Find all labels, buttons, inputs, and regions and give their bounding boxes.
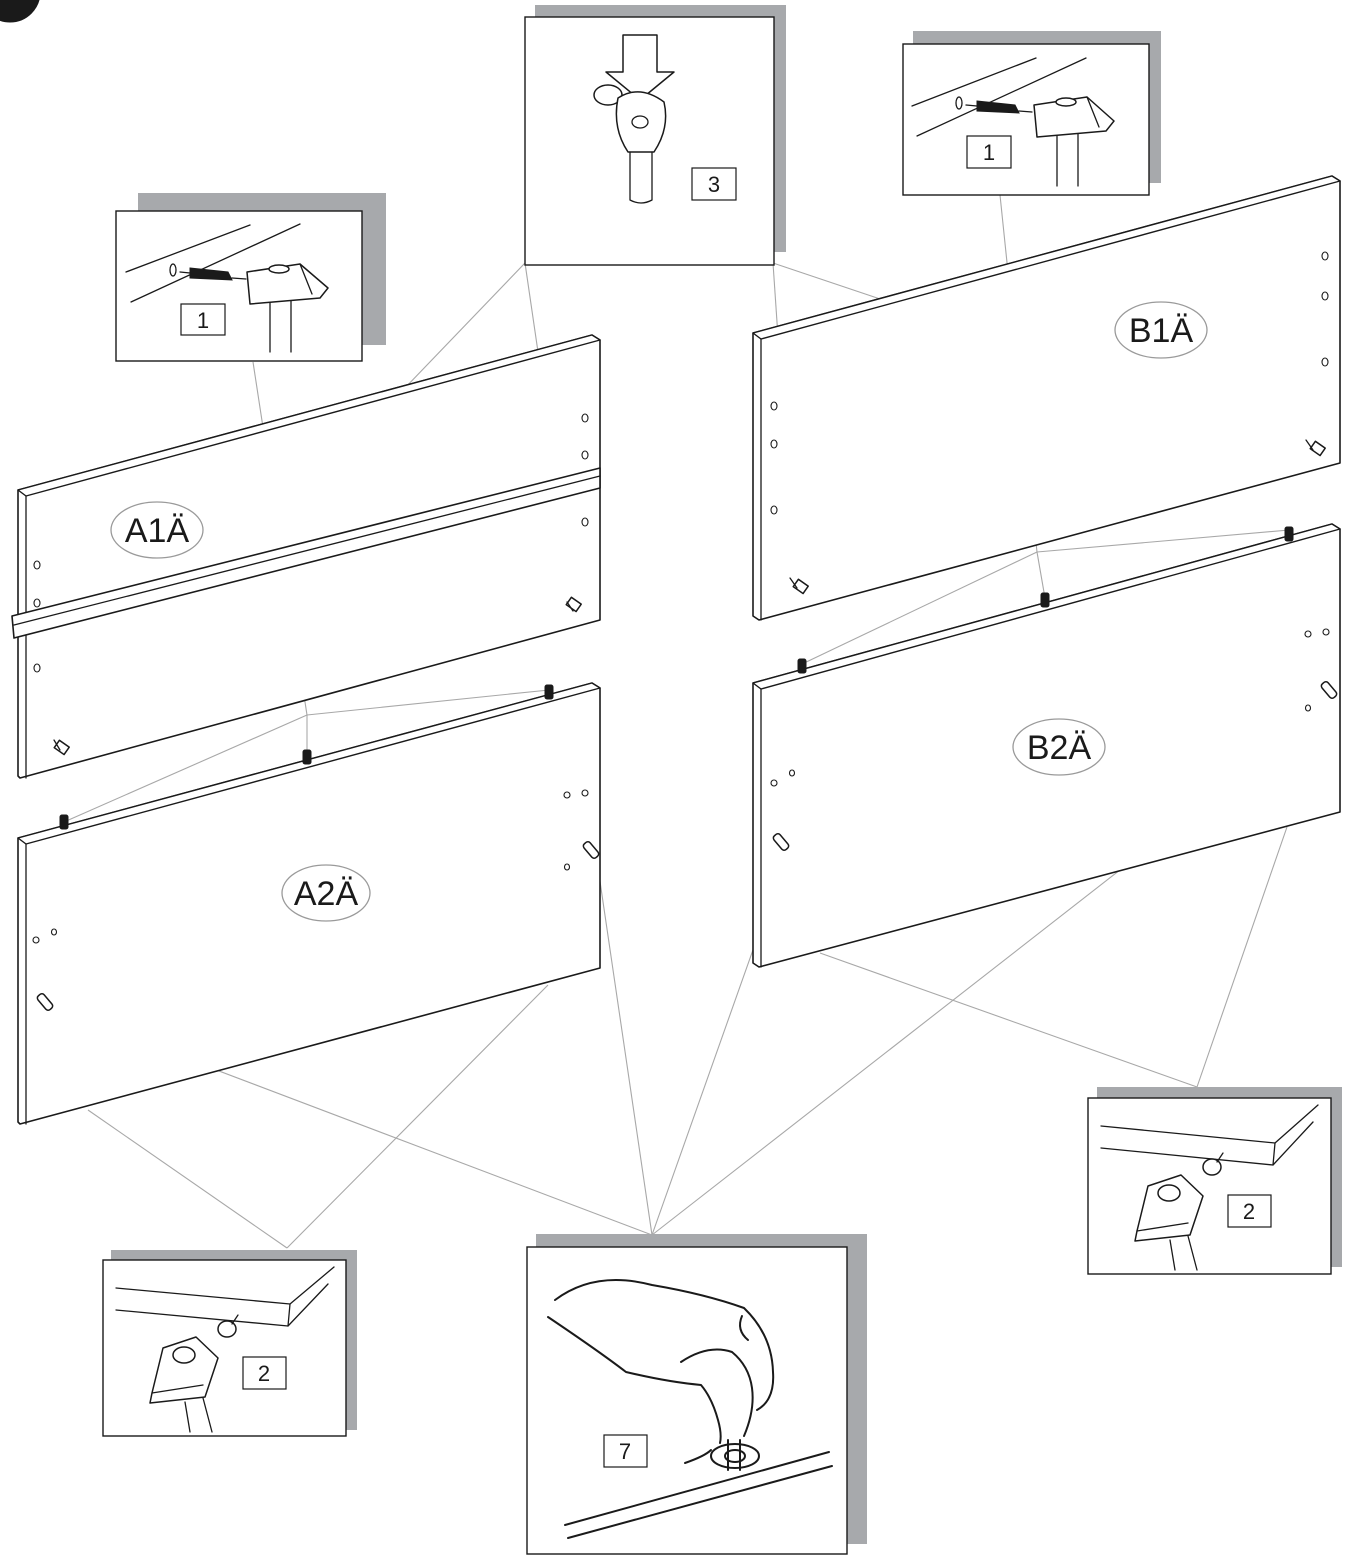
svg-text:3: 3 [708,172,720,197]
panel-b2: B2Ä [752,523,1341,968]
step-badge [0,0,40,23]
cam-bolt-icon [217,1314,239,1338]
dowel-icon [965,100,1033,114]
panel-a2: A2Ä [17,682,601,1125]
dowel-icon [1284,526,1294,542]
step-7: 7 [526,1234,867,1555]
cam-bolt-icon [53,739,70,756]
dowel-icon [1040,592,1050,608]
svg-text:2: 2 [1243,1199,1255,1224]
hand-icon [547,1279,775,1444]
panel-a1: A1Ä [11,334,601,779]
cam-bolt-icon [772,833,790,851]
svg-text:B1Ä: B1Ä [1129,312,1194,350]
cam-bolt-icon [565,596,582,613]
step-3: 3 [524,5,786,266]
cam-bolt-icon [1320,681,1338,699]
hammer-icon [246,263,329,353]
cam-bolt-icon [1305,439,1326,457]
cam-bolt-icon [1202,1152,1224,1176]
part-label-b1: B1Ä [1114,301,1208,359]
svg-text:2: 2 [258,1361,270,1386]
panel-b1: B1Ä [752,175,1341,621]
dowel-icon [544,684,554,700]
svg-text:B2Ä: B2Ä [1027,729,1092,767]
part-label-a2: A2Ä [281,864,371,922]
cam-lock-icon [593,84,667,204]
leader-lines [49,194,1335,1249]
part-label-b2: B2Ä [1012,718,1106,776]
dowel-icon [797,658,807,674]
cam-bolt-icon [789,577,809,595]
dowel-icon [59,814,69,830]
hammer-icon [1134,1174,1204,1271]
svg-text:1: 1 [983,140,995,165]
hammer-icon [149,1336,219,1433]
cam-lock-icon [684,1439,760,1471]
cam-bolt-icon [36,993,54,1011]
step-2-right: 2 [1087,1087,1342,1275]
step-1-left: 1 [115,193,386,362]
svg-text:1: 1 [197,308,209,333]
hammer-icon [1033,96,1115,187]
part-label-a1: A1Ä [110,501,204,559]
dowel-icon [179,267,247,281]
svg-text:7: 7 [619,1439,631,1464]
step-2-left: 2 [102,1250,357,1437]
svg-text:A1Ä: A1Ä [125,512,190,550]
svg-text:A2Ä: A2Ä [294,875,359,913]
step-1-right: 1 [902,31,1161,196]
dowel-icon [302,749,312,765]
arrow-down-icon [605,34,675,101]
cam-bolt-icon [582,841,600,859]
